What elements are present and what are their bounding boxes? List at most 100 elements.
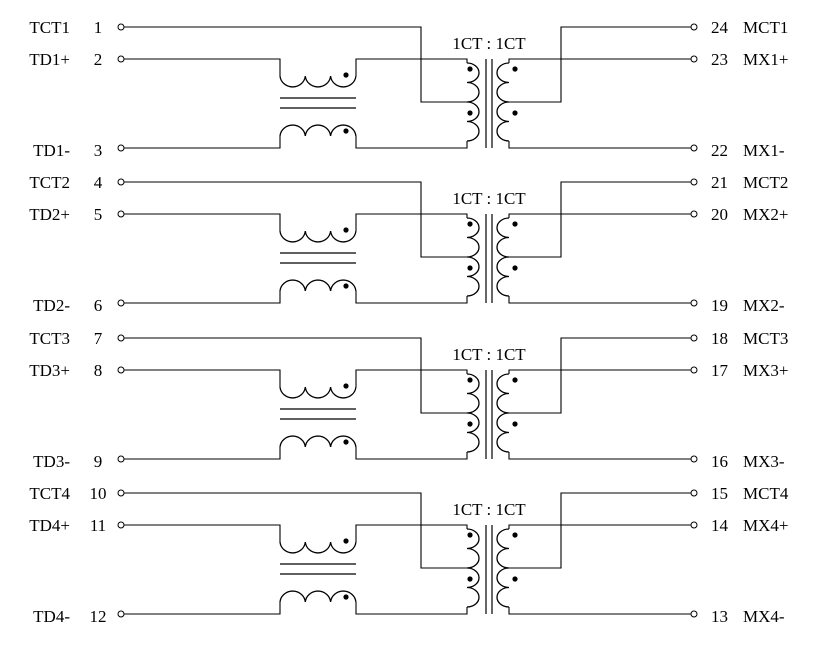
mneg-wire xyxy=(508,296,691,304)
choke-top-to-xfmr xyxy=(355,369,468,387)
right-neg-pin: 13 xyxy=(711,607,728,626)
left-terminal xyxy=(117,455,125,463)
polarity-dot xyxy=(343,283,349,289)
choke-bot-to-xfmr xyxy=(355,447,468,460)
polarity-dot xyxy=(343,538,349,544)
right-terminal xyxy=(690,299,698,307)
mneg-wire xyxy=(508,141,691,149)
left-terminal xyxy=(117,210,125,218)
xfmr-primary-coil xyxy=(466,528,480,608)
turns-ratio-label: 1CT : 1CT xyxy=(452,34,526,53)
left-neg-pin: 9 xyxy=(94,452,103,471)
choke-top-to-xfmr xyxy=(355,213,468,231)
xfmr-secondary-coil xyxy=(496,528,510,608)
turns-ratio-label: 1CT : 1CT xyxy=(452,345,526,364)
choke-upper-coil xyxy=(279,541,357,554)
left-pos-pin: 5 xyxy=(94,205,103,224)
right-terminal xyxy=(690,178,698,186)
choke-bot-to-xfmr xyxy=(355,602,468,615)
polarity-dot xyxy=(343,128,349,134)
left-terminal xyxy=(117,299,125,307)
choke-top-to-xfmr xyxy=(355,524,468,542)
ct-wire xyxy=(124,337,467,414)
choke-lower-coil xyxy=(279,124,357,137)
mpos-wire xyxy=(508,524,691,529)
left-terminal xyxy=(117,55,125,63)
choke-upper-coil xyxy=(279,75,357,88)
choke-lower-coil xyxy=(279,279,357,292)
left-terminal xyxy=(117,366,125,374)
right-neg-pin: 22 xyxy=(711,141,728,160)
mpos-wire xyxy=(508,369,691,374)
pos-wire xyxy=(124,213,281,231)
choke-lower-coil xyxy=(279,435,357,448)
left-pos-name: TD4+ xyxy=(29,516,70,535)
channel-4 xyxy=(117,489,698,618)
right-pos-pin: 14 xyxy=(711,516,729,535)
polarity-dot xyxy=(467,265,473,271)
right-ct-pin: 15 xyxy=(711,484,728,503)
polarity-dot xyxy=(467,221,473,227)
left-ct-pin: 4 xyxy=(94,173,103,192)
right-terminal xyxy=(690,334,698,342)
right-ct-pin: 21 xyxy=(711,173,728,192)
right-ct-name: MCT1 xyxy=(743,18,788,37)
channel-1 xyxy=(117,23,698,152)
mct-wire xyxy=(509,181,691,258)
right-terminal xyxy=(690,610,698,618)
polarity-dot xyxy=(512,66,518,72)
mct-wire xyxy=(509,26,691,103)
right-pos-name: MX4+ xyxy=(743,516,788,535)
left-pos-name: TD2+ xyxy=(29,205,70,224)
polarity-dot xyxy=(467,421,473,427)
polarity-dot xyxy=(343,72,349,78)
pos-wire xyxy=(124,369,281,387)
pos-wire xyxy=(124,524,281,542)
mct-wire xyxy=(509,492,691,569)
polarity-dot xyxy=(343,439,349,445)
turns-ratio-label: 1CT : 1CT xyxy=(452,189,526,208)
right-pos-name: MX1+ xyxy=(743,50,788,69)
right-terminal xyxy=(690,23,698,31)
choke-bot-to-xfmr xyxy=(355,136,468,149)
choke-top-to-xfmr xyxy=(355,58,468,76)
polarity-dot xyxy=(512,265,518,271)
left-ct-pin: 10 xyxy=(90,484,107,503)
left-ct-pin: 7 xyxy=(94,329,103,348)
polarity-dot xyxy=(343,594,349,600)
channel-2 xyxy=(117,178,698,307)
left-terminal xyxy=(117,23,125,31)
left-neg-name: TD4- xyxy=(33,607,70,626)
left-neg-name: TD3- xyxy=(33,452,70,471)
right-terminal xyxy=(690,144,698,152)
right-terminal xyxy=(690,366,698,374)
right-ct-name: MCT2 xyxy=(743,173,788,192)
left-pos-pin: 11 xyxy=(90,516,106,535)
right-terminal xyxy=(690,521,698,529)
choke-upper-coil xyxy=(279,230,357,243)
xfmr-secondary-coil xyxy=(496,373,510,453)
mct-wire xyxy=(509,337,691,414)
xfmr-primary-coil xyxy=(466,62,480,142)
left-terminal xyxy=(117,334,125,342)
left-ct-name: TCT3 xyxy=(29,329,70,348)
left-terminal xyxy=(117,489,125,497)
right-neg-pin: 16 xyxy=(711,452,728,471)
mpos-wire xyxy=(508,213,691,218)
neg-wire xyxy=(124,136,281,149)
ct-wire xyxy=(124,492,467,569)
right-neg-name: MX2- xyxy=(743,296,785,315)
left-ct-name: TCT1 xyxy=(29,18,70,37)
mpos-wire xyxy=(508,58,691,63)
xfmr-primary-coil xyxy=(466,373,480,453)
right-ct-pin: 24 xyxy=(711,18,729,37)
left-neg-pin: 3 xyxy=(94,141,103,160)
left-neg-name: TD1- xyxy=(33,141,70,160)
polarity-dot xyxy=(467,110,473,116)
polarity-dot xyxy=(467,377,473,383)
left-terminal xyxy=(117,178,125,186)
polarity-dot xyxy=(512,110,518,116)
right-neg-name: MX3- xyxy=(743,452,785,471)
xfmr-secondary-coil xyxy=(496,62,510,142)
